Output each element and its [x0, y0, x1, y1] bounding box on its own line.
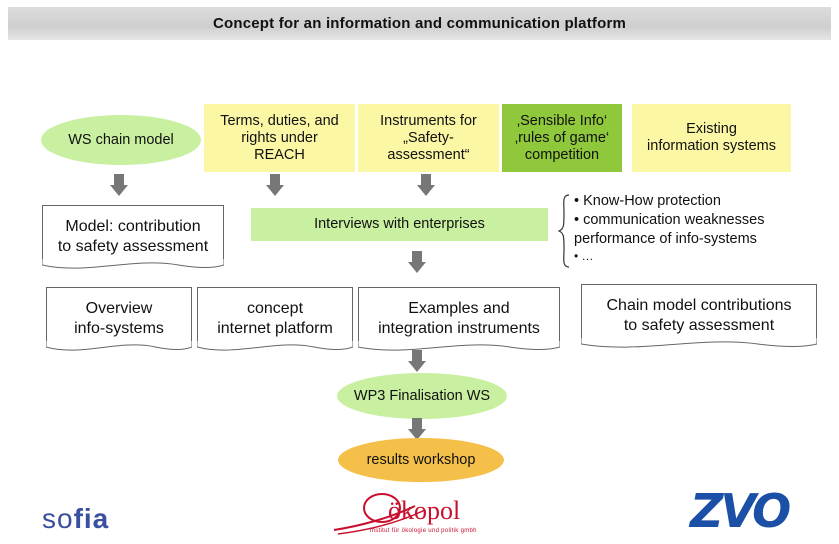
sensible-line-1: ‚Sensible Info‘: [516, 112, 608, 129]
arrow-down-icon: [408, 350, 426, 372]
model-line-2: to safety assessment: [57, 237, 209, 255]
arrow-down-icon: [408, 418, 426, 440]
zvo-logo: ZVO: [690, 488, 791, 534]
doc-wave-icon: [581, 338, 817, 352]
examples-doc: Examples and integration instruments: [358, 287, 560, 343]
arrow-down-icon: [110, 174, 128, 196]
ws-chain-model-label: WS chain model: [68, 132, 174, 148]
okopol-tagline: institut für ökologie und politik gmbh: [370, 528, 477, 534]
arrow-down-icon: [266, 174, 284, 196]
concept-platform-doc: concept internet platform: [197, 287, 353, 343]
examples-line-1: Examples and: [408, 299, 510, 317]
chain-line-1: Chain model contributions: [606, 296, 792, 314]
doc-wave-icon: [197, 341, 353, 355]
okopol-logo-text: ökopol: [388, 496, 461, 525]
okopol-logo: ökopol institut für ökologie und politik…: [330, 486, 510, 542]
arrow-down-icon: [408, 251, 426, 273]
brace-icon: [557, 194, 570, 268]
zvo-logo-text: ZVO: [690, 484, 791, 538]
page-title: Concept for an information and communica…: [212, 15, 627, 32]
bullet-item: • …: [574, 249, 594, 263]
results-workshop-node: results workshop: [338, 438, 504, 482]
existing-systems-node: Existing information systems: [632, 104, 791, 172]
overview-line-2: info-systems: [74, 319, 164, 337]
terms-line-2: rights under: [241, 129, 318, 146]
bullet-item: • Know-How protection: [574, 193, 721, 209]
sofia-logo: sofia: [42, 503, 109, 535]
terms-duties-node: Terms, duties, and rights under REACH: [204, 104, 355, 172]
chain-line-2: to safety assessment: [623, 316, 775, 334]
instruments-line-1: Instruments for: [380, 112, 477, 129]
terms-line-3: REACH: [254, 146, 305, 163]
ws-chain-model-node: WS chain model: [41, 115, 201, 165]
sensible-line-2: ‚rules of game‘: [514, 129, 610, 146]
instruments-line-2: „Safety-: [403, 129, 454, 146]
wp3-finalisation-node: WP3 Finalisation WS: [337, 373, 507, 419]
okopol-swoosh-icon: [333, 493, 426, 535]
overview-line-1: Overview: [85, 299, 153, 317]
results-label: results workshop: [366, 452, 476, 468]
concept-line-1: concept: [246, 299, 304, 317]
bullet-list: • Know-How protection • communication we…: [574, 192, 824, 264]
terms-line-1: Terms, duties, and: [220, 112, 339, 129]
sofia-logo-part-b: fia: [73, 503, 110, 534]
bullet-item: • communication weaknesses: [574, 212, 765, 228]
doc-wave-icon: [46, 341, 192, 355]
bullet-item: performance of info-systems: [574, 231, 757, 247]
arrow-down-icon: [417, 174, 435, 196]
instruments-node: Instruments for „Safety- assessment“: [358, 104, 499, 172]
model-contribution-doc: Model: contribution to safety assessment: [42, 205, 224, 261]
overview-doc: Overview info-systems: [46, 287, 192, 343]
interviews-node: Interviews with enterprises: [251, 208, 548, 241]
existing-line-1: Existing: [686, 121, 737, 137]
title-bar: Concept for an information and communica…: [8, 7, 831, 40]
model-line-1: Model: contribution: [65, 217, 201, 235]
existing-line-2: information systems: [647, 138, 776, 154]
wp3-label: WP3 Finalisation WS: [353, 388, 491, 404]
interviews-label: Interviews with enterprises: [314, 216, 485, 232]
doc-wave-icon: [42, 259, 224, 273]
sensible-info-node: ‚Sensible Info‘ ‚rules of game‘ competit…: [502, 104, 622, 172]
examples-line-2: integration instruments: [378, 319, 540, 337]
doc-wave-icon: [358, 341, 560, 355]
chain-contributions-doc: Chain model contributions to safety asse…: [581, 284, 817, 340]
instruments-line-3: assessment“: [387, 146, 470, 163]
concept-line-2: internet platform: [217, 319, 333, 337]
sofia-logo-part-a: so: [42, 503, 74, 534]
sensible-line-3: competition: [524, 146, 600, 163]
